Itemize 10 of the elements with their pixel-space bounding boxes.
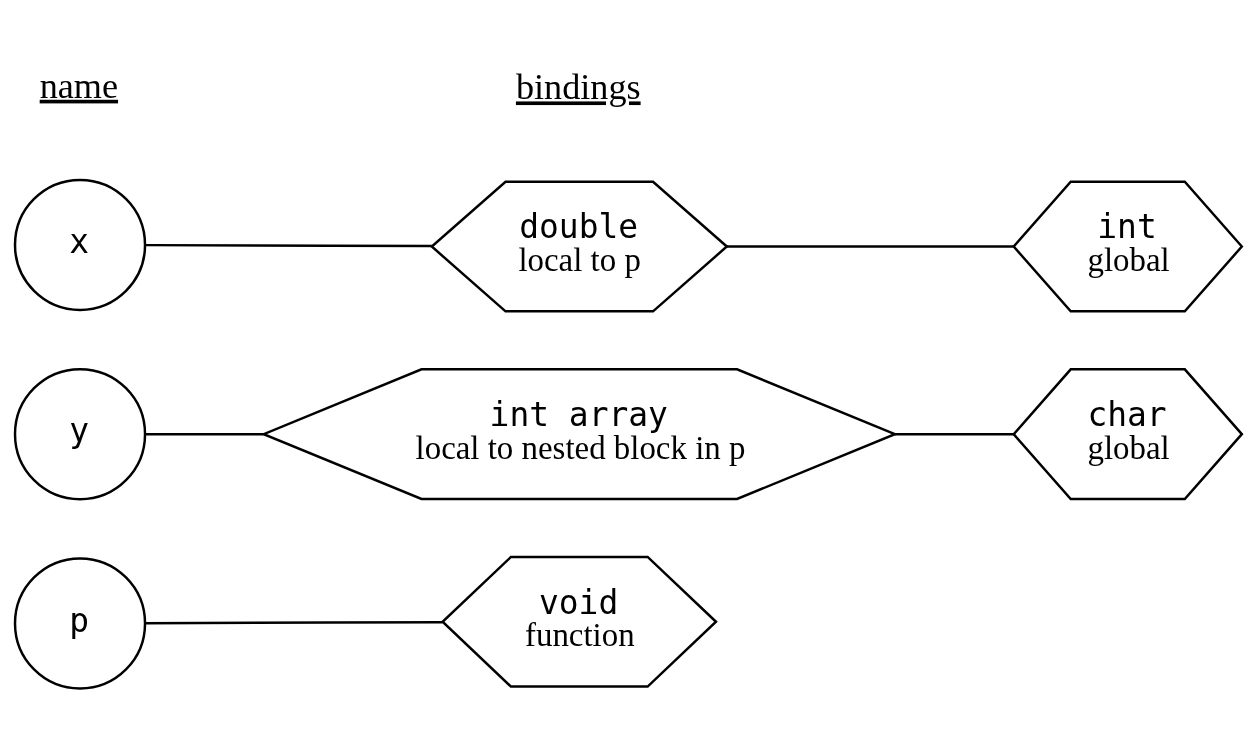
connector — [145, 432, 264, 435]
connector — [894, 432, 1014, 435]
node-circle: p — [13, 556, 147, 690]
connector — [145, 620, 443, 624]
connector — [727, 244, 1014, 248]
label: bindings — [515, 66, 641, 107]
node-circle: x — [13, 178, 147, 311]
node-circle: y — [13, 367, 147, 500]
connector — [145, 243, 432, 247]
label: name — [39, 65, 119, 106]
